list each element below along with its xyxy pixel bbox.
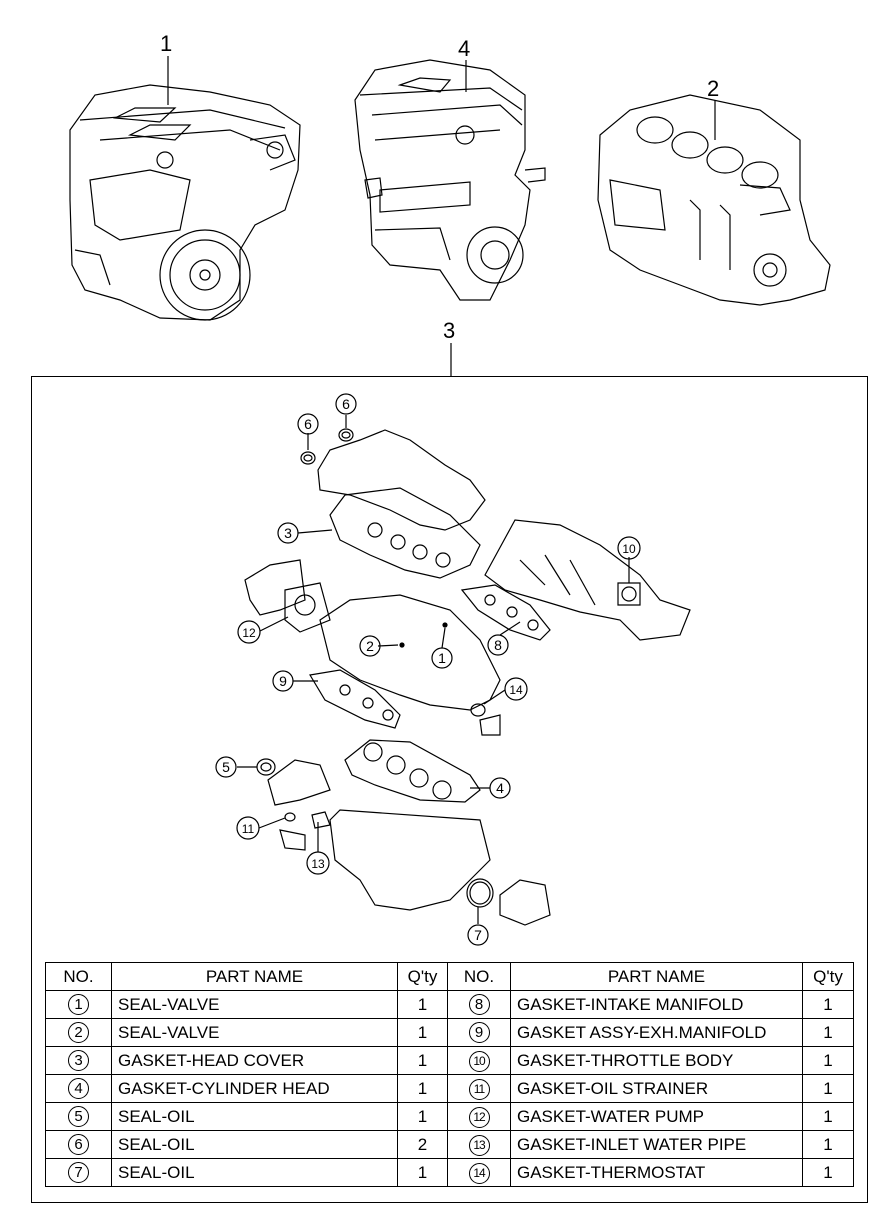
part-number-cell: 4 bbox=[45, 1074, 112, 1103]
part-quantity: 1 bbox=[397, 1074, 448, 1103]
header-part-name-right: PART NAME bbox=[510, 962, 803, 991]
part-name: SEAL-OIL bbox=[111, 1130, 398, 1159]
part-number: 5 bbox=[68, 1106, 89, 1127]
callout-label: 7 bbox=[474, 927, 482, 943]
part-quantity: 1 bbox=[802, 1158, 854, 1187]
part-name: GASKET-OIL STRAINER bbox=[510, 1074, 803, 1103]
part-name: GASKET-INLET WATER PIPE bbox=[510, 1130, 803, 1159]
part-number: 1 bbox=[68, 994, 89, 1015]
part-quantity: 1 bbox=[802, 1130, 854, 1159]
callout-label: 6 bbox=[304, 416, 312, 432]
gasket-kit-drawing bbox=[215, 393, 691, 946]
part-number-cell: 1 bbox=[45, 990, 112, 1019]
part-number: 4 bbox=[68, 1078, 89, 1099]
callout-label: 10 bbox=[622, 542, 636, 556]
header-no-left: NO. bbox=[45, 962, 112, 991]
part-name: GASKET-HEAD COVER bbox=[111, 1046, 398, 1075]
callout-label: 3 bbox=[284, 525, 292, 541]
part-name: GASKET ASSY-EXH.MANIFOLD bbox=[510, 1018, 803, 1047]
part-quantity: 1 bbox=[802, 1046, 854, 1075]
part-number-cell: 10 bbox=[447, 1046, 511, 1075]
part-number-cell: 3 bbox=[45, 1046, 112, 1075]
table-header-row: NO. PART NAME Q'ty NO. PART NAME Q'ty bbox=[45, 962, 854, 991]
part-name: GASKET-CYLINDER HEAD bbox=[111, 1074, 398, 1103]
part-number-cell: 2 bbox=[45, 1018, 112, 1047]
part-quantity: 1 bbox=[397, 1018, 448, 1047]
part-quantity: 1 bbox=[802, 1018, 854, 1047]
header-part-name-left: PART NAME bbox=[111, 962, 398, 991]
part-name: GASKET-INTAKE MANIFOLD bbox=[510, 990, 803, 1019]
callout-label: 14 bbox=[509, 683, 523, 697]
part-number-cell: 9 bbox=[447, 1018, 511, 1047]
part-number-cell: 13 bbox=[447, 1130, 511, 1159]
engine-assembly-drawing bbox=[69, 84, 301, 321]
callout-label: 8 bbox=[494, 637, 502, 653]
callout-gasket-kit: 3 bbox=[443, 318, 456, 343]
part-number-cell: 12 bbox=[447, 1102, 511, 1131]
part-name: SEAL-VALVE bbox=[111, 1018, 398, 1047]
part-number: 9 bbox=[468, 1022, 490, 1043]
part-number: 7 bbox=[68, 1162, 89, 1183]
header-no-right: NO. bbox=[447, 962, 511, 991]
callout-label: 9 bbox=[279, 673, 287, 689]
gasket-kit-frame bbox=[31, 376, 868, 1203]
part-number: 8 bbox=[468, 994, 490, 1015]
part-number: 13 bbox=[468, 1134, 490, 1156]
part-name: SEAL-OIL bbox=[111, 1102, 398, 1131]
part-quantity: 1 bbox=[397, 1102, 448, 1131]
part-name: GASKET-THERMOSTAT bbox=[510, 1158, 803, 1187]
short-block-drawing bbox=[597, 94, 831, 306]
part-name: GASKET-THROTTLE BODY bbox=[510, 1046, 803, 1075]
part-quantity: 1 bbox=[802, 1102, 854, 1131]
callout-label: 12 bbox=[242, 626, 256, 640]
part-number-cell: 5 bbox=[45, 1102, 112, 1131]
part-quantity: 1 bbox=[397, 1158, 448, 1187]
part-number: 3 bbox=[68, 1050, 89, 1071]
part-number-cell: 6 bbox=[45, 1130, 112, 1159]
part-number: 10 bbox=[468, 1050, 490, 1072]
header-qty-right: Q'ty bbox=[802, 962, 854, 991]
part-number: 2 bbox=[68, 1022, 89, 1043]
part-quantity: 2 bbox=[397, 1130, 448, 1159]
part-name: GASKET-WATER PUMP bbox=[510, 1102, 803, 1131]
callout-label: 11 bbox=[242, 822, 255, 836]
callout-label: 2 bbox=[366, 638, 374, 654]
part-number: 14 bbox=[468, 1162, 490, 1184]
callout-engine-assembly: 1 bbox=[160, 31, 173, 56]
part-number: 6 bbox=[68, 1134, 89, 1155]
part-name: SEAL-VALVE bbox=[111, 990, 398, 1019]
part-quantity: 1 bbox=[397, 990, 448, 1019]
part-number-cell: 7 bbox=[45, 1158, 112, 1187]
part-number: 12 bbox=[468, 1106, 490, 1128]
header-qty-left: Q'ty bbox=[397, 962, 448, 991]
callout-engine-sub-assembly: 4 bbox=[458, 36, 471, 61]
part-quantity: 1 bbox=[802, 1074, 854, 1103]
engine-sub-assembly-drawing bbox=[354, 59, 546, 301]
part-quantity: 1 bbox=[397, 1046, 448, 1075]
callout-label: 6 bbox=[342, 396, 350, 412]
callout-short-block: 2 bbox=[707, 76, 720, 101]
callout-label: 5 bbox=[222, 759, 230, 775]
part-name: SEAL-OIL bbox=[111, 1158, 398, 1187]
part-quantity: 1 bbox=[802, 990, 854, 1019]
callout-label: 13 bbox=[311, 857, 325, 871]
part-number-cell: 11 bbox=[447, 1074, 511, 1103]
callout-label: 4 bbox=[496, 780, 504, 796]
part-number: 11 bbox=[468, 1078, 490, 1100]
part-number-cell: 8 bbox=[447, 990, 511, 1019]
callout-label: 1 bbox=[438, 650, 446, 666]
part-number-cell: 14 bbox=[447, 1158, 511, 1187]
